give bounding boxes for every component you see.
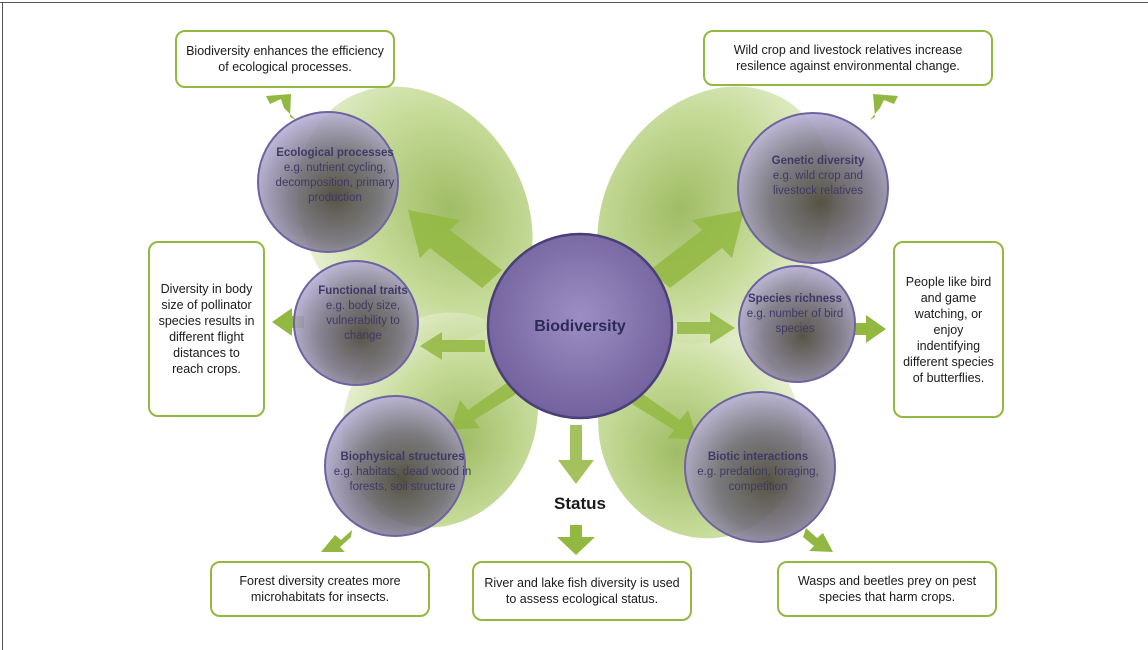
functional-traits-text: Functional traits e.g. body size, vulner…	[308, 284, 418, 344]
functional-traits-detail: e.g. body size, vulnerability to change	[325, 300, 401, 342]
status-label: Status	[554, 494, 606, 513]
biotic-interactions-detail: e.g. predation, foraging, competition	[697, 466, 819, 493]
biotic-interactions-circle	[684, 391, 836, 543]
ecological-outcome-box: Biodiversity enhances the efficiency of …	[175, 30, 395, 88]
arrow-to-biotic	[632, 392, 698, 440]
biophysical-structures-circle	[324, 395, 466, 537]
arrow-to-genetic	[650, 210, 744, 288]
species-richness-title: Species richness	[748, 293, 842, 305]
functional-traits-title: Functional traits	[318, 285, 408, 297]
arrow-biotic-box	[803, 528, 833, 552]
biophysical-structures-title: Biophysical structures	[340, 451, 465, 463]
frame-top-border	[0, 2, 1148, 3]
biodiversity-label: Biodiversity	[534, 318, 626, 335]
genetic-diversity-circle	[737, 112, 889, 264]
arrow-status-box	[557, 525, 595, 555]
genetic-outcome-box: Wild crop and livestock relatives increa…	[703, 30, 993, 86]
species-richness-text: Species richness e.g. number of bird spe…	[740, 292, 850, 337]
biodiversity-center-circle	[486, 232, 674, 420]
biotic-interactions-text: Biotic interactions e.g. predation, fora…	[693, 450, 823, 495]
species-outcome-box: People like bird and game watching, or e…	[893, 241, 1004, 418]
arrow-biophysical-box	[321, 530, 352, 552]
arrow-species-box	[855, 315, 886, 343]
genetic-diversity-detail: e.g. wild crop and livestock relatives	[772, 170, 864, 197]
arrow-to-ecological	[408, 210, 502, 288]
arrow-ecological-box	[266, 94, 296, 120]
biophysical-outcome-box: Forest diversity creates more microhabit…	[210, 561, 430, 617]
biophysical-structures-detail: e.g. habitats, dead wood in forests, soi…	[333, 466, 472, 493]
arrow-functional-box	[272, 308, 304, 336]
ecological-processes-title: Ecological processes	[276, 147, 394, 159]
arrow-genetic-box	[870, 94, 898, 120]
arrow-to-species	[677, 312, 735, 344]
ecological-processes-detail: e.g. nutrient cycling, decomposition, pr…	[275, 162, 395, 204]
genetic-diversity-text: Genetic diversity e.g. wild crop and liv…	[758, 154, 878, 199]
ecological-processes-circle	[257, 111, 399, 253]
arrow-to-biophysical	[450, 382, 516, 430]
genetic-diversity-title: Genetic diversity	[771, 155, 865, 167]
frame-left-border	[2, 2, 3, 650]
functional-traits-circle	[293, 260, 419, 386]
biotic-interactions-title: Biotic interactions	[707, 451, 809, 463]
biotic-outcome-box: Wasps and beetles prey on pest species t…	[777, 561, 997, 617]
arrow-to-status	[558, 425, 594, 484]
species-richness-detail: e.g. number of bird species	[746, 308, 844, 335]
species-richness-circle	[738, 265, 856, 383]
functional-outcome-box: Diversity in body size of pollinator spe…	[148, 241, 265, 417]
biophysical-structures-text: Biophysical structures e.g. habitats, de…	[330, 450, 475, 495]
arrow-to-functional	[420, 332, 485, 360]
ecological-processes-text: Ecological processes e.g. nutrient cycli…	[270, 146, 400, 206]
status-outcome-box: River and lake fish diversity is used to…	[472, 561, 692, 621]
